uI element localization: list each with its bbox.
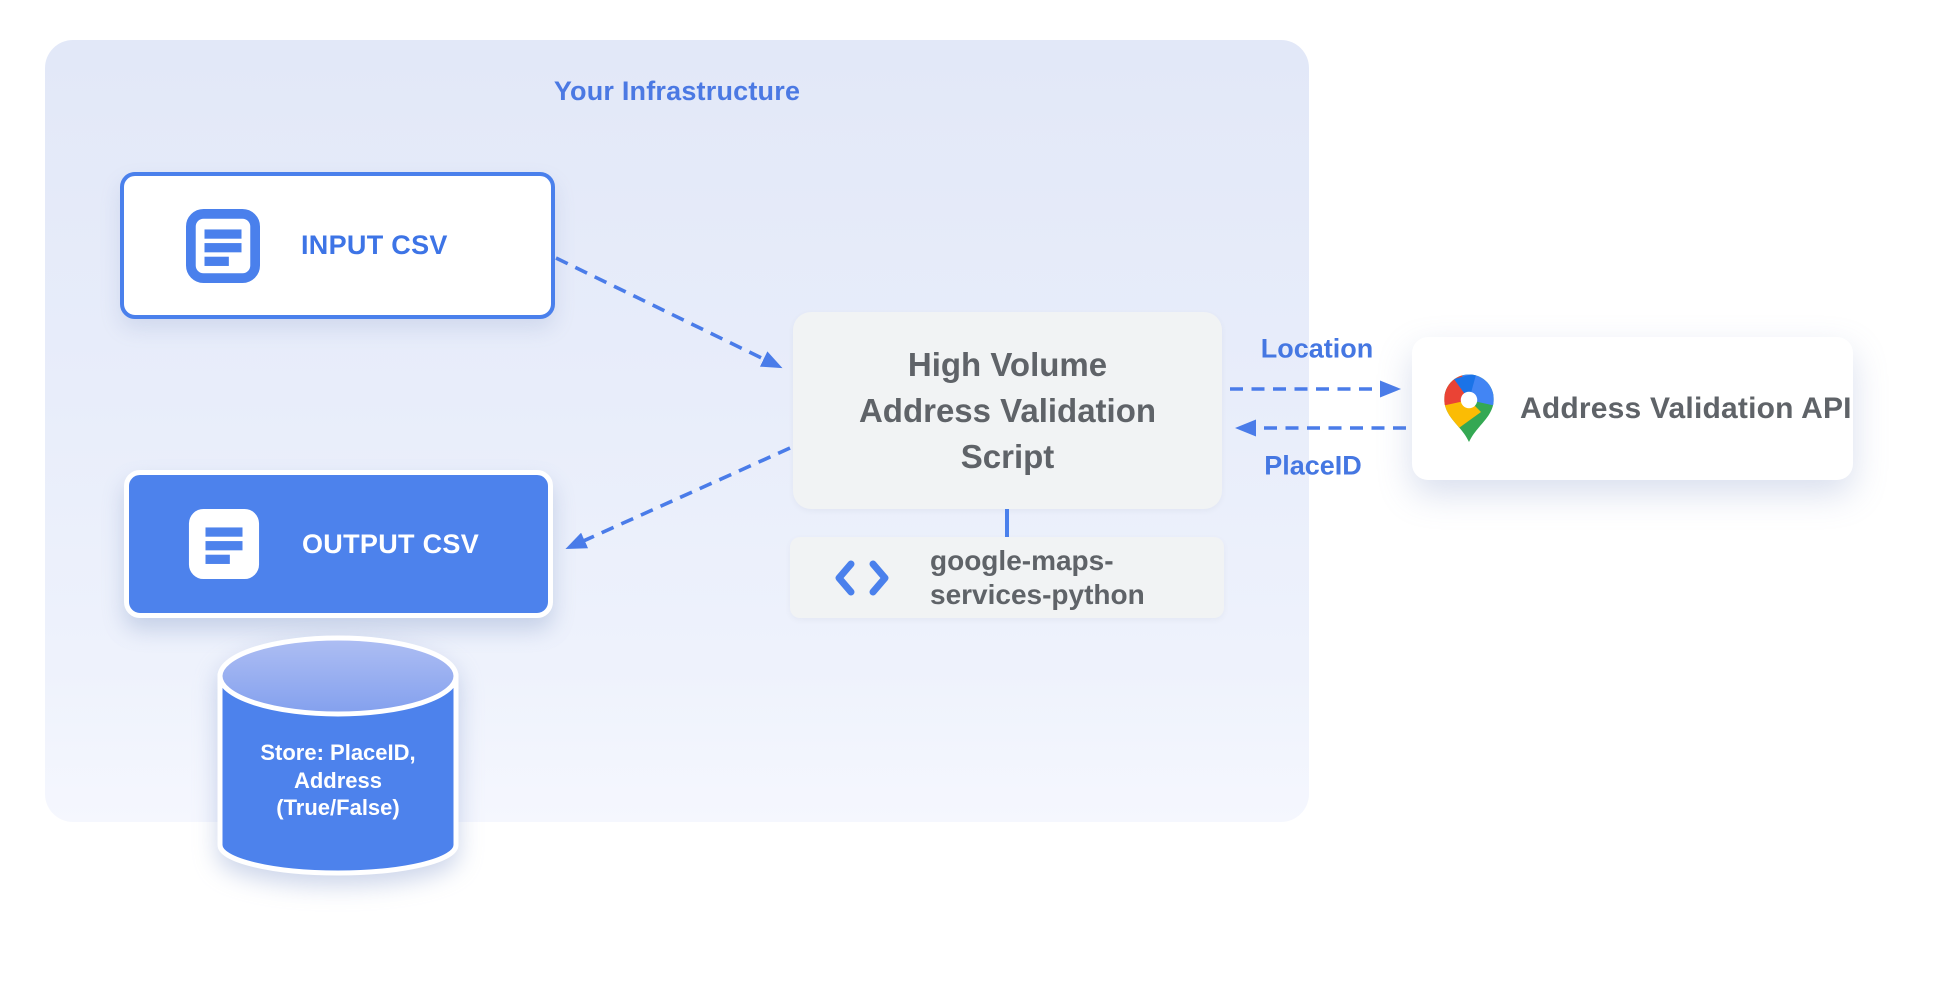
output-csv-node: OUTPUT CSV [124, 470, 553, 618]
document-icon [188, 508, 260, 580]
input-csv-label: INPUT CSV [301, 230, 448, 260]
code-icon [835, 560, 889, 595]
script-library-connector [1005, 509, 1009, 538]
output-csv-label: OUTPUT CSV [302, 528, 480, 559]
edge-label-placeid: PlaceID [1264, 450, 1362, 481]
datastore-label-line2: Address [294, 768, 382, 793]
api-label: Address Validation API [1520, 391, 1852, 425]
script-label-line3: Script [960, 437, 1055, 475]
datastore-label-line3: (True/False) [276, 795, 399, 820]
script-node: High Volume Address Validation Script [793, 312, 1222, 509]
script-label-line1: High Volume [907, 345, 1108, 383]
library-node: google-maps- services-python [790, 537, 1224, 618]
google-maps-pin-icon [1444, 374, 1494, 442]
datastore-label-line1: Store: PlaceID, [260, 740, 415, 765]
script-label-line2: Address Validation [858, 391, 1157, 429]
library-label-line2: services-python [930, 578, 1145, 610]
input-csv-node: INPUT CSV [120, 172, 555, 319]
library-label-line1: google-maps- [930, 544, 1114, 576]
datastore-cylinder: Store: PlaceID, Address (True/False) [217, 635, 459, 876]
api-node: Address Validation API [1412, 337, 1853, 480]
edge-label-location: Location [1260, 333, 1374, 364]
document-icon [186, 208, 260, 283]
infrastructure-title: Your Infrastructure [553, 76, 801, 106]
